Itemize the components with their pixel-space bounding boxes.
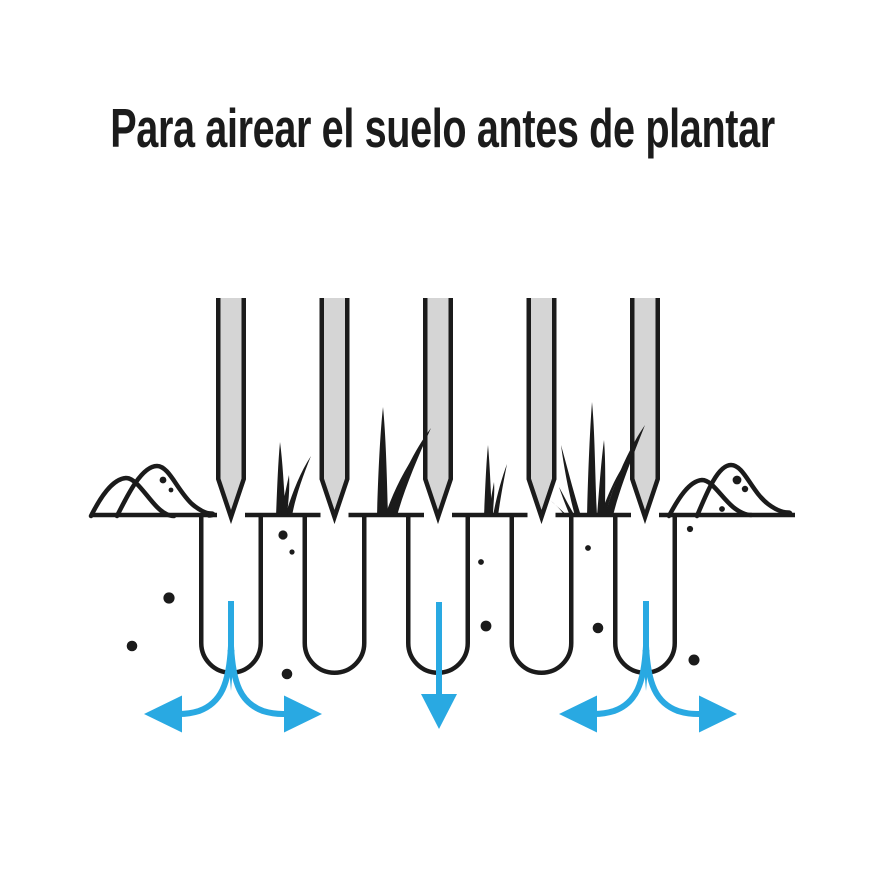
left-arrowhead-icon (559, 695, 597, 733)
grass-tuft (551, 402, 645, 516)
soil-particle (281, 668, 293, 680)
soil-particle (289, 549, 295, 555)
soil-particle (126, 640, 138, 652)
aeration-spike (216, 298, 246, 525)
aeration-spike (630, 298, 660, 525)
airflow-split-arrow-left (144, 601, 322, 733)
illustration-title: Para airear el suelo antes de plantar (110, 97, 775, 159)
soil-hole (302, 514, 367, 675)
title-row: Para airear el suelo antes de plantar (0, 100, 885, 156)
grass-tuft (484, 445, 507, 516)
left-arrowhead-icon (144, 695, 182, 733)
airflow-down-arrow (421, 602, 457, 729)
aeration-spikes (216, 298, 660, 525)
soil-particle (592, 622, 604, 634)
soil-particle-dots (126, 525, 700, 680)
soil-mound-right (666, 462, 793, 519)
soil-particle (480, 620, 492, 632)
mound-hump-back (114, 463, 216, 519)
soil-particle (688, 654, 700, 666)
grass-tuft (276, 442, 311, 516)
soil-particle (585, 545, 591, 551)
mound-hump-front (666, 477, 754, 519)
mound-hump-front (88, 475, 177, 519)
grass-tuft (377, 407, 431, 516)
aeration-spike (423, 298, 453, 525)
airflow-split-arrow-right (559, 601, 737, 733)
soil-particle (741, 485, 749, 493)
right-arrowhead-icon (284, 695, 322, 733)
soil-particle (159, 476, 167, 484)
soil-mound-left (88, 463, 216, 519)
soil-particle (163, 592, 175, 604)
soil-particle (732, 475, 742, 485)
soil-hole (509, 514, 574, 675)
aeration-spike (526, 298, 557, 525)
down-arrowhead-icon (421, 694, 457, 729)
soil-particle (478, 559, 484, 565)
aeration-spike (319, 298, 350, 525)
soil-particle (719, 506, 725, 512)
soil-particle (168, 487, 174, 493)
soil-particle (686, 525, 694, 533)
right-arrowhead-icon (699, 695, 737, 733)
soil-particle (278, 530, 288, 540)
mound-hump-back (694, 462, 793, 519)
